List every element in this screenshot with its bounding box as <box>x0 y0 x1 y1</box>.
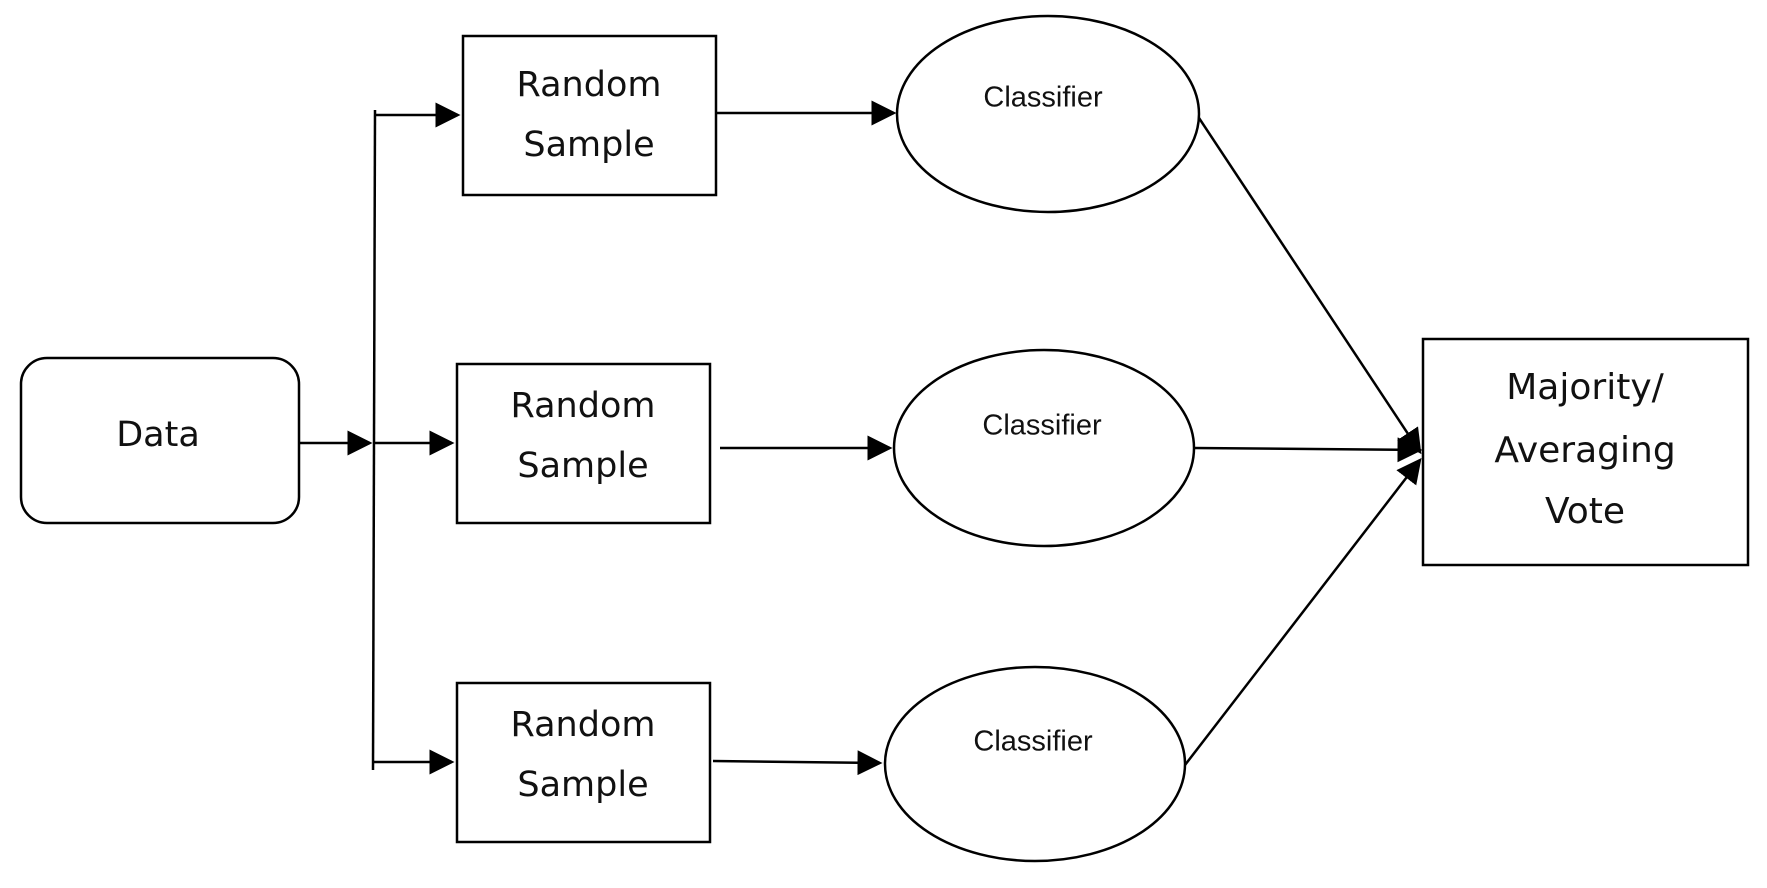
data-node: Data <box>19 356 301 525</box>
sample-node-1: Random Sample <box>461 34 718 197</box>
classifier-2-label: Classifier <box>982 410 1102 442</box>
classifier-node-2: Classifier <box>892 348 1196 548</box>
trunk-line <box>371 109 377 771</box>
vote-label-line2: Averaging <box>1494 430 1675 471</box>
classifier-ellipse-3 <box>883 665 1187 863</box>
classifier-node-3: Classifier <box>883 665 1187 863</box>
sample-node-2: Random Sample <box>455 362 712 525</box>
sample-box-2 <box>455 362 712 525</box>
classifier-3-label: Classifier <box>973 726 1093 758</box>
data-node-label: Data <box>116 415 200 455</box>
classifier-ellipse-1 <box>895 14 1201 214</box>
data-node-box <box>19 356 301 525</box>
classifier-3-to-vote-arrow <box>1184 458 1422 766</box>
classifier-1-to-vote-arrow <box>1197 117 1422 455</box>
classifier-2-to-vote-arrow <box>1193 437 1423 463</box>
sample-3-label-line2: Sample <box>517 765 648 805</box>
vote-box <box>1421 337 1750 567</box>
sample-2-label-line2: Sample <box>517 446 648 486</box>
classifier-1-label: Classifier <box>983 82 1103 114</box>
classifier-node-1: Classifier <box>895 14 1201 214</box>
sample-3-to-classifier-3-arrow <box>712 750 883 776</box>
sample-2-label-line1: Random <box>511 386 656 426</box>
sample-1-label-line1: Random <box>517 65 662 105</box>
sample-1-label-line2: Sample <box>523 125 654 165</box>
classifier-ellipse-2 <box>892 348 1196 548</box>
sample-box-3 <box>455 681 712 844</box>
vote-node: Majority/ Averaging Vote <box>1421 337 1750 567</box>
sample-3-label-line1: Random <box>511 705 656 745</box>
vote-label-line3: Vote <box>1545 491 1625 532</box>
sample-node-3: Random Sample <box>455 681 712 844</box>
sample-box-1 <box>461 34 718 197</box>
vote-label-line1: Majority/ <box>1506 367 1664 408</box>
